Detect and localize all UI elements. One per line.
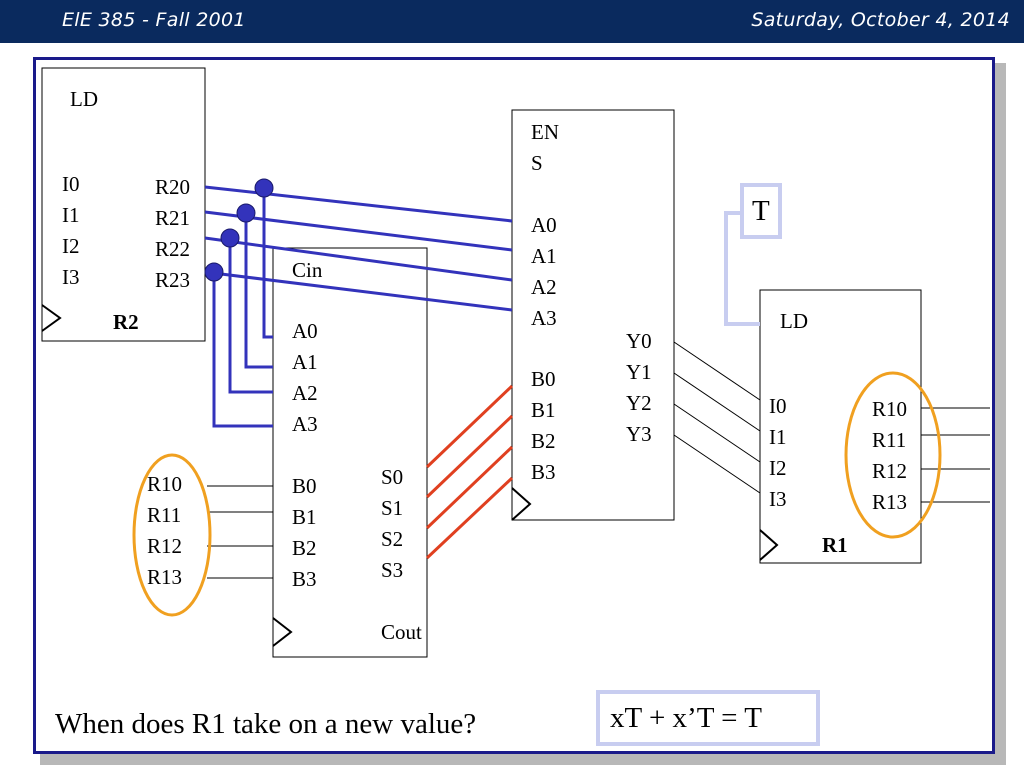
mux-y1: Y1 [626,360,652,384]
r2-output-r22: R22 [155,237,190,261]
adder-s0: S0 [381,465,403,489]
register-r2: LD I0 I1 I2 I3 R20 R21 R22 R23 R2 [41,67,206,342]
r1-output-r13: R13 [872,490,907,514]
r2-ld-label: LD [70,87,98,111]
adder-b0: B0 [292,474,317,498]
adder-a3: A3 [292,412,318,436]
adder-b2: B2 [292,536,317,560]
adder-cin-label: Cin [292,258,323,282]
r1-input-i2: I2 [769,456,787,480]
mux-y2: Y2 [626,391,652,415]
mux-b0: B0 [531,367,556,391]
r2-input-i2: I2 [62,234,80,258]
r2-output-r21: R21 [155,206,190,230]
equation-box: xT + x’T = T [596,690,820,746]
slide-header: ElE 385 - Fall 2001 Saturday, October 4,… [0,0,1024,43]
r1-ld-label: LD [780,309,808,333]
t-signal-label: T [752,195,770,227]
r1-input-i1: I1 [769,425,787,449]
mux-to-r1-bus [673,341,761,494]
adder-a1: A1 [292,350,318,374]
feedback-r12: R12 [147,534,182,558]
mux-y0: Y0 [626,329,652,353]
adder-s2: S2 [381,527,403,551]
highlight-ellipse-r1-outputs [844,371,942,539]
r2-input-i1: I1 [62,203,80,227]
adder-b3: B3 [292,567,317,591]
feedback-r11: R11 [147,503,181,527]
r2-to-adder-bus [212,188,273,428]
register-r1: LD I0 I1 I2 I3 R10 R11 R12 R13 R1 [759,289,922,564]
junction-dots [204,178,274,282]
r1-name: R1 [822,533,848,557]
mux-en-label: EN [531,120,559,144]
adder-s3: S3 [381,558,403,582]
r1-output-wires [921,407,990,503]
adder: Cin A0 A1 A2 A3 B0 B1 B2 B3 S0 S1 S2 S3 … [272,247,428,658]
mux-a3: A3 [531,306,557,330]
r1-output-r11: R11 [872,428,906,452]
r2-input-i3: I3 [62,265,80,289]
r2-input-i0: I0 [62,172,80,196]
r1-input-i3: I3 [769,487,787,511]
t-control-line [724,211,760,326]
adder-to-mux-bus [425,384,514,560]
mux-a1: A1 [531,244,557,268]
r2-name: R2 [113,310,139,334]
adder-a0: A0 [292,319,318,343]
mux-b1: B1 [531,398,556,422]
mux-a2: A2 [531,275,557,299]
adder-s1: S1 [381,496,403,520]
t-signal-box: T [740,183,782,239]
mux-a0: A0 [531,213,557,237]
r1-input-i0: I0 [769,394,787,418]
multiplexer: EN S A0 A1 A2 A3 B0 B1 B2 B3 Y0 Y1 Y2 Y3 [511,109,675,521]
r2-output-r23: R23 [155,268,190,292]
mux-b3: B3 [531,460,556,484]
mux-b2: B2 [531,429,556,453]
course-title: ElE 385 - Fall 2001 [62,9,246,31]
feedback-r13: R13 [147,565,182,589]
slide-date: Saturday, October 4, 2014 [751,9,1010,31]
adder-cout-label: Cout [381,620,422,644]
r1-feedback-group: R10 R11 R12 R13 [147,472,273,589]
adder-a2: A2 [292,381,318,405]
adder-b1: B1 [292,505,317,529]
mux-s-label: S [531,151,543,175]
highlight-ellipse-feedback [132,453,212,617]
r1-output-r12: R12 [872,459,907,483]
mux-y3: Y3 [626,422,652,446]
r2-output-r20: R20 [155,175,190,199]
question-text: When does R1 take on a new value? [55,708,477,740]
r2-to-mux-bus [204,185,513,312]
feedback-r10: R10 [147,472,182,496]
equation-text: xT + x’T = T [610,702,762,734]
r1-output-r10: R10 [872,397,907,421]
